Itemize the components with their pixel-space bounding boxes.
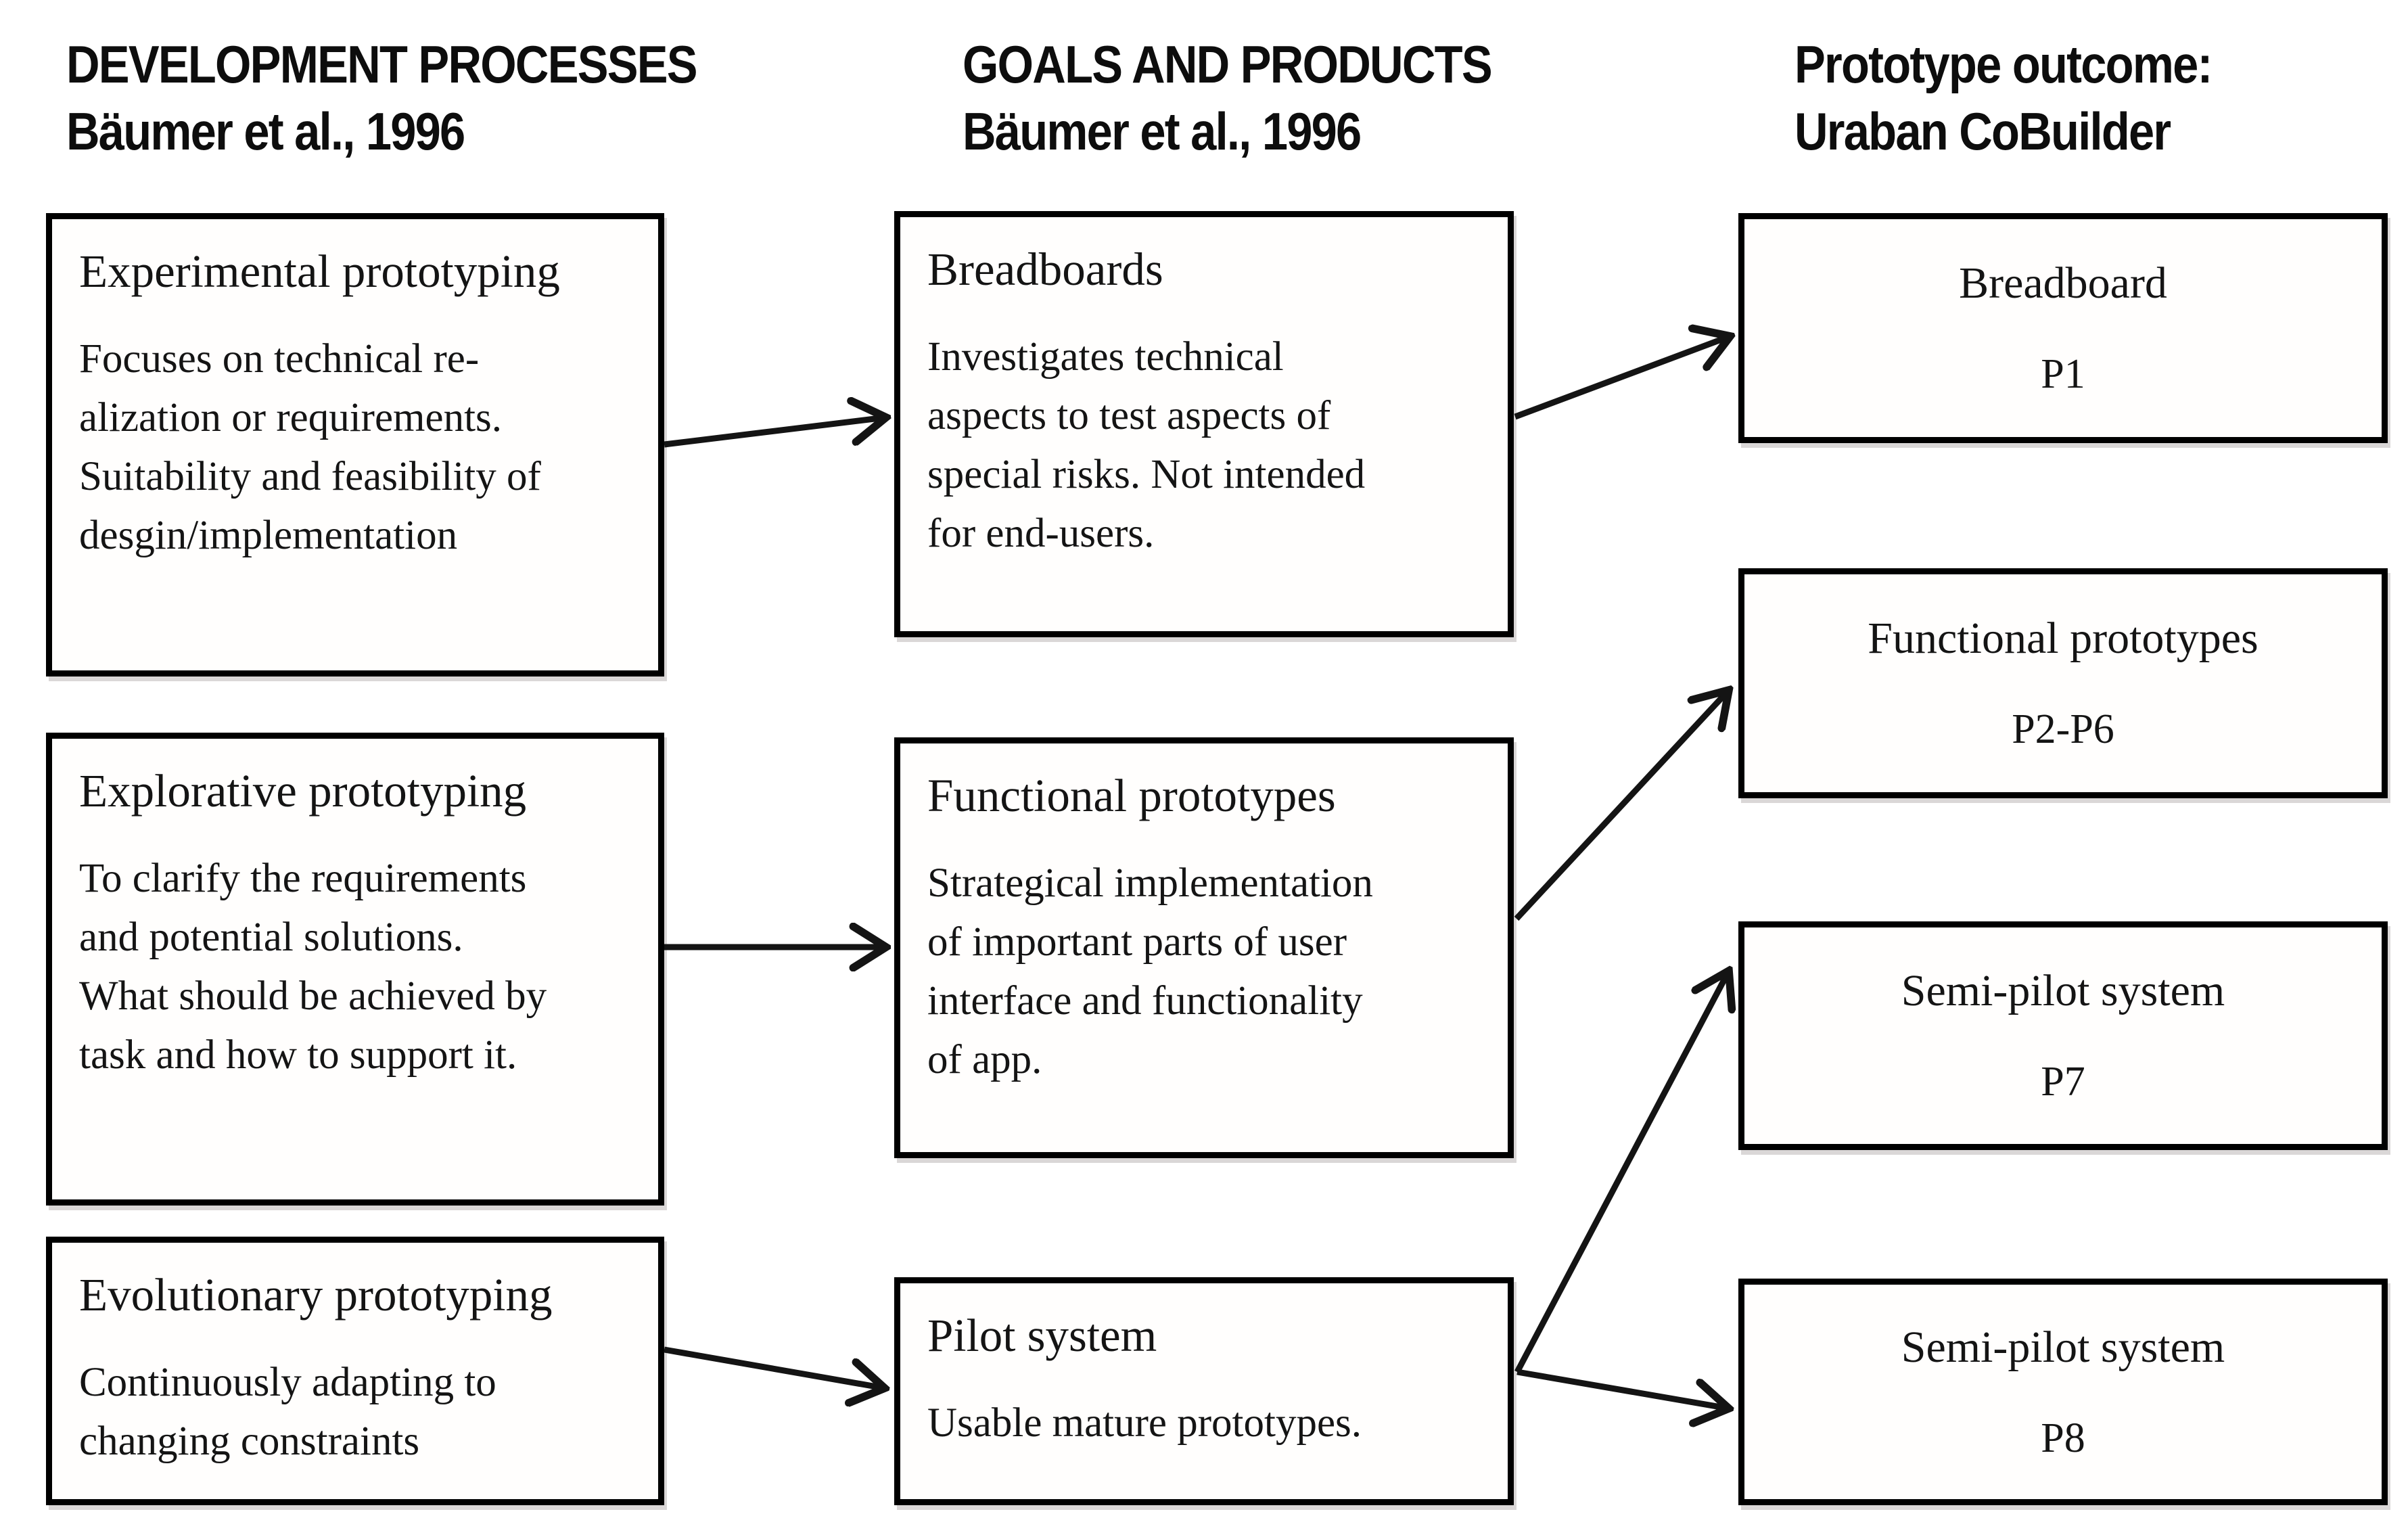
box-functional-prototypes-p2-p6: Functional prototypes P2-P6: [1738, 568, 2388, 798]
box-explorative-prototyping: Explorative prototyping To clarify the r…: [46, 733, 664, 1206]
column-header-goals-and-products: GOALS AND PRODUCTS Bäumer et al., 1996: [963, 35, 1493, 161]
outcome-label: P8: [2041, 1415, 2085, 1461]
box-semi-pilot-system-p7: Semi-pilot system P7: [1738, 921, 2388, 1150]
box-body: Focuses on technical re- alization or re…: [79, 336, 541, 558]
box-title: Evolutionary prototyping: [79, 1269, 553, 1321]
outcome-title: Semi-pilot system: [1901, 966, 2225, 1016]
arrow-pilot-to-p8: [1516, 1369, 1729, 1408]
outcome-label: P1: [2041, 351, 2085, 398]
arrow-experimental-to-breadboards: [664, 417, 886, 448]
box-title: Experimental prototyping: [79, 246, 560, 297]
box-breadboards: Breadboards Investigates technical aspec…: [894, 211, 1514, 637]
box-body: Usable mature prototypes.: [927, 1400, 1362, 1446]
box-pilot-system: Pilot system Usable mature prototypes.: [894, 1277, 1514, 1505]
arrow-evolutionary-to-pilot: [664, 1346, 885, 1388]
box-title: Explorative prototyping: [79, 765, 527, 817]
box-body: To clarify the requirements and potentia…: [79, 855, 547, 1078]
outcome-title: Semi-pilot system: [1901, 1322, 2225, 1372]
box-body: Investigates technical aspects to test a…: [927, 334, 1366, 556]
box-experimental-prototyping: Experimental prototyping Focuses on tech…: [46, 213, 664, 676]
outcome-title: Breadboard: [1959, 258, 2167, 308]
column-header-prototype-outcome: Prototype outcome: Uraban CoBuilder: [1795, 35, 2213, 161]
box-title: Pilot system: [927, 1310, 1157, 1361]
box-body: Continuously adapting to changing constr…: [79, 1359, 496, 1464]
outcome-title: Functional prototypes: [1868, 614, 2259, 664]
box-evolutionary-prototyping: Evolutionary prototyping Continuously ad…: [46, 1237, 664, 1505]
outcome-label: P7: [2041, 1059, 2085, 1105]
arrow-functional-to-p2-p6: [1514, 690, 1729, 921]
outcome-label: P2-P6: [2012, 706, 2114, 753]
box-title: Breadboards: [927, 244, 1163, 295]
arrow-pilot-to-p7: [1514, 971, 1729, 1374]
arrow-breadboards-to-p1: [1514, 336, 1730, 420]
box-functional-prototypes: Functional prototypes Strategical implem…: [894, 737, 1514, 1158]
column-header-development-processes: DEVELOPMENT PROCESSES Bäumer et al., 199…: [66, 35, 698, 161]
box-semi-pilot-system-p8: Semi-pilot system P8: [1738, 1279, 2388, 1505]
box-breadboard-p1: Breadboard P1: [1738, 213, 2388, 443]
box-title: Functional prototypes: [927, 770, 1336, 821]
box-body: Strategical implementation of important …: [927, 860, 1373, 1082]
